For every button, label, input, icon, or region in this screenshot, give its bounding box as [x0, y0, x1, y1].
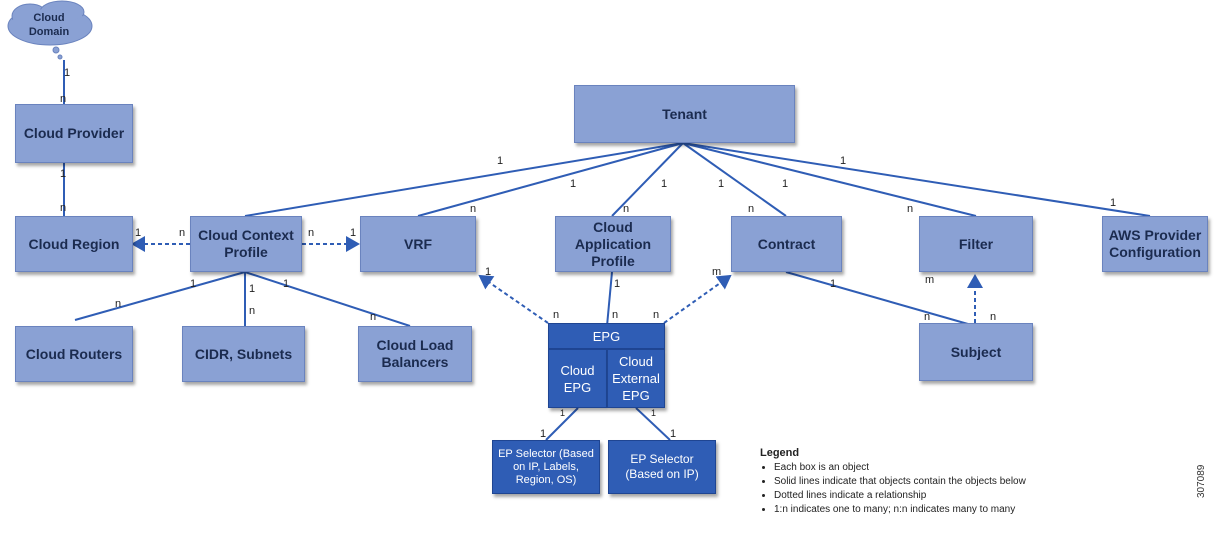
cloud-external-epg-node: Cloud External EPG	[607, 349, 665, 408]
card-contract-n: n	[748, 203, 755, 215]
legend-item: Dotted lines indicate a relationship	[774, 489, 1026, 503]
card-tenant-contract-1b: 1	[782, 178, 789, 190]
aws-provider-configuration-node: AWS Provider Configuration	[1102, 216, 1208, 272]
cloud-domain-node: Cloud Domain	[28, 12, 70, 38]
card-epg-n-left: n	[553, 309, 560, 321]
card-context-1b: 1	[249, 283, 256, 295]
card-contract-subject-1: 1	[830, 278, 837, 290]
ep-selector-full-node: EP Selector (Based on IP, Labels, Region…	[492, 440, 600, 494]
contract-node: Contract	[731, 216, 842, 272]
line-contract-subject	[785, 271, 976, 327]
line-tenant-contract	[682, 142, 787, 217]
cidr-subnets-node: CIDR, Subnets	[182, 326, 305, 382]
card-domain-1: 1	[64, 67, 71, 79]
ep-selector-ip-node: EP Selector (Based on IP)	[608, 440, 716, 494]
legend-title: Legend	[760, 447, 800, 459]
card-subject-n-right: n	[990, 311, 997, 323]
figure-id: 307089	[1196, 464, 1207, 498]
card-tenant-contract-1a: 1	[718, 178, 725, 190]
legend-item: Solid lines indicate that objects contai…	[774, 475, 1026, 489]
card-filter-n: n	[907, 203, 914, 215]
card-provider-1: 1	[60, 168, 67, 180]
card-cloud-epg-1: 1	[560, 408, 566, 418]
legend-list: Each box is an object Solid lines indica…	[760, 461, 1026, 517]
line-tenant-filter	[682, 142, 977, 217]
card-app-n: n	[623, 203, 630, 215]
legend-item: 1:n indicates one to many; n:n indicates…	[774, 503, 1026, 517]
line-tenant-app	[611, 142, 684, 217]
cloud-epg-node: Cloud EPG	[548, 349, 607, 408]
line-tenant-context	[244, 142, 684, 217]
cloud-routers-node: Cloud Routers	[15, 326, 133, 382]
line-epg-selector2	[635, 407, 671, 441]
filter-node: Filter	[919, 216, 1033, 272]
card-lb-n: n	[370, 311, 377, 323]
card-subject-n-left: n	[924, 311, 931, 323]
line-context-lb	[244, 271, 411, 327]
card-vrf-n: n	[470, 203, 477, 215]
card-cidr-n: n	[249, 305, 256, 317]
card-provider-n: n	[60, 93, 67, 105]
vrf-node: VRF	[360, 216, 476, 272]
epg-node: EPG	[548, 323, 665, 349]
card-vrf-epg-1: 1	[485, 266, 492, 278]
cloud-context-profile-node: Cloud Context Profile	[190, 216, 302, 272]
card-region-n: n	[60, 202, 67, 214]
tenant-node: Tenant	[574, 85, 795, 143]
card-ext-epg-1: 1	[651, 408, 657, 418]
cloud-domain-shape	[7, 0, 93, 60]
line-app-epg	[606, 271, 613, 327]
legend-item: Each box is an object	[774, 461, 1026, 475]
card-tenant-context-1: 1	[497, 155, 504, 167]
line-epg-selector1	[545, 407, 579, 441]
card-app-epg-1: 1	[614, 278, 621, 290]
card-filter-m: m	[925, 274, 935, 286]
card-epg-n-mid: n	[612, 309, 619, 321]
dash-epg-contract	[663, 274, 732, 324]
card-context-n-right: n	[308, 227, 315, 239]
cloud-load-balancers-node: Cloud Load Balancers	[358, 326, 472, 382]
card-epg-n-right: n	[653, 309, 660, 321]
card-tenant-vrf-1: 1	[570, 178, 577, 190]
cloud-provider-node: Cloud Provider	[15, 104, 133, 163]
cloud-region-node: Cloud Region	[15, 216, 133, 272]
line-tenant-aws	[682, 142, 1151, 217]
card-contract-m: m	[712, 266, 722, 278]
cloud-application-profile-node: Cloud Application Profile	[555, 216, 671, 272]
card-aws-1: 1	[1110, 197, 1117, 209]
card-context-1a: 1	[190, 278, 197, 290]
card-region-1: 1	[135, 227, 142, 239]
line-context-routers	[74, 271, 246, 321]
card-selector2-1: 1	[670, 428, 677, 440]
card-context-n-left: n	[179, 227, 186, 239]
card-selector1-1: 1	[540, 428, 547, 440]
subject-node: Subject	[919, 323, 1033, 381]
card-tenant-app-1: 1	[661, 178, 668, 190]
line-tenant-vrf	[417, 142, 684, 217]
card-routers-n: n	[115, 298, 122, 310]
card-vrf-1: 1	[350, 227, 357, 239]
card-tenant-filter-1: 1	[840, 155, 847, 167]
dash-epg-vrf	[478, 274, 549, 324]
card-context-1c: 1	[283, 278, 290, 290]
legend: Legend Each box is an object Solid lines…	[760, 447, 1026, 517]
